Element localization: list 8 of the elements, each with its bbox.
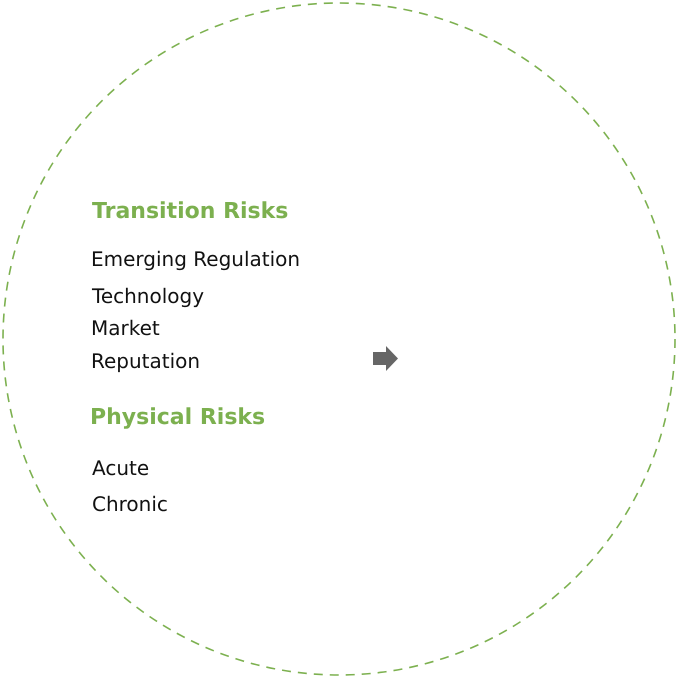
risk-item: Chronic [92,492,168,516]
risk-item: Acute [92,456,150,480]
risk-item: Emerging Regulation [91,247,300,271]
risk-item: Technology [92,284,204,308]
risk-category-heading: Transition Risks [92,199,288,226]
risk-item: Reputation [91,349,200,373]
risk-item: Market [91,316,160,340]
risk-category-heading: Physical Risks [90,405,266,432]
